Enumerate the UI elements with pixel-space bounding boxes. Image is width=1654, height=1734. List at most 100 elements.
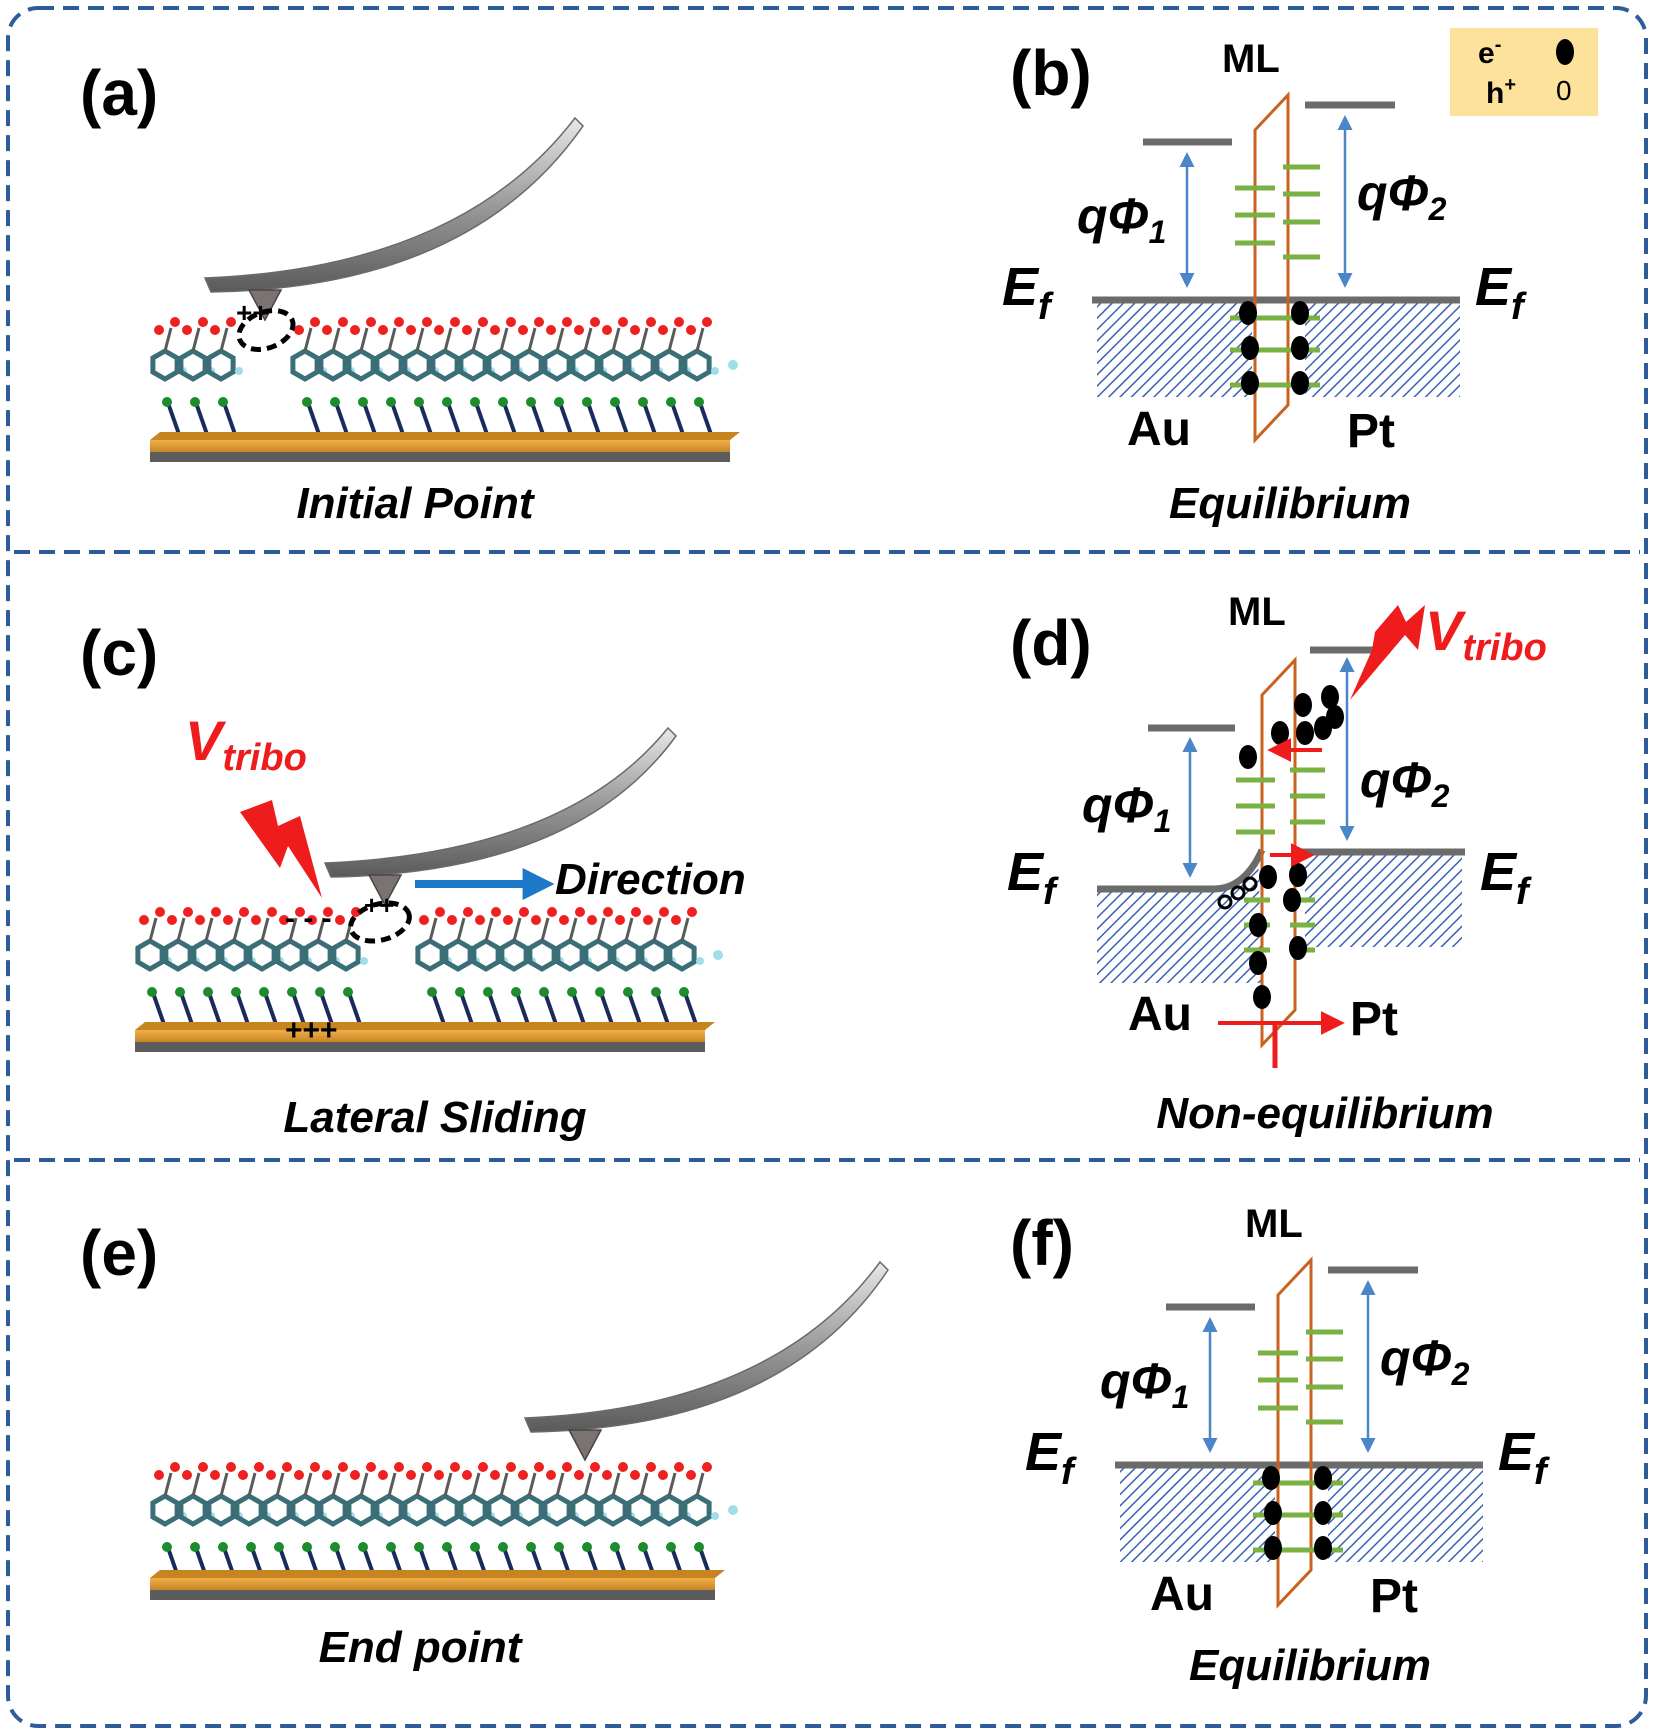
aromatic-ring bbox=[654, 1493, 684, 1527]
oxygen-atom bbox=[338, 1462, 348, 1472]
aromatic-ring bbox=[191, 938, 221, 972]
aromatic-ring bbox=[430, 348, 460, 382]
ml-layer bbox=[1276, 1256, 1313, 1609]
afm-tip-e bbox=[523, 1260, 889, 1462]
aromatic-ring bbox=[331, 938, 361, 972]
legend-hole-symbol: 0 bbox=[1556, 75, 1572, 106]
aromatic-ring bbox=[458, 348, 488, 382]
phi2-label-d: qΦ2 bbox=[1360, 752, 1450, 814]
hydrogen-atom bbox=[713, 950, 723, 960]
vtribo-label-d: Vtribo bbox=[1425, 599, 1547, 669]
sulfur-atom bbox=[274, 1542, 284, 1552]
substrate-base bbox=[150, 1590, 715, 1600]
substrate-c bbox=[135, 1022, 715, 1052]
electron bbox=[1264, 1536, 1282, 1560]
sulfur-atom bbox=[162, 397, 172, 407]
oxygen-atom bbox=[630, 325, 640, 335]
oxygen-atom bbox=[631, 907, 641, 917]
phi2-label: qΦ2 bbox=[1380, 1330, 1470, 1392]
aromatic-ring bbox=[262, 1493, 292, 1527]
holes-d bbox=[1217, 876, 1258, 910]
functional-bond bbox=[667, 1472, 677, 1497]
aromatic-ring bbox=[514, 348, 544, 382]
au-label-d: Au bbox=[1128, 988, 1192, 1041]
hydrogen-atom bbox=[235, 367, 243, 375]
sulfur-atom bbox=[638, 397, 648, 407]
direction-label: Direction bbox=[555, 855, 746, 904]
aromatic-ring bbox=[626, 1493, 656, 1527]
aromatic-ring bbox=[626, 348, 656, 382]
aromatic-ring bbox=[583, 938, 613, 972]
oxygen-atom bbox=[226, 1462, 236, 1472]
oxygen-atom bbox=[223, 915, 233, 925]
oxygen-atom bbox=[534, 1462, 544, 1472]
aromatic-ring bbox=[598, 348, 628, 382]
cantilever bbox=[203, 116, 584, 293]
aromatic-ring bbox=[514, 1493, 544, 1527]
sulfur-atom bbox=[218, 397, 228, 407]
functional-bond bbox=[387, 327, 397, 352]
functional-bond bbox=[428, 917, 438, 942]
sulfur-atom bbox=[358, 1542, 368, 1552]
aromatic-ring bbox=[682, 1493, 712, 1527]
functional-bond bbox=[359, 1472, 369, 1497]
oxygen-atom bbox=[434, 325, 444, 335]
electron bbox=[1262, 1466, 1280, 1490]
functional-bond bbox=[232, 917, 242, 942]
oxygen-atom bbox=[450, 1462, 460, 1472]
oxygen-atom bbox=[350, 1470, 360, 1480]
oxygen-atom bbox=[366, 1462, 376, 1472]
electron bbox=[1241, 371, 1259, 395]
sulfur-atom bbox=[190, 1542, 200, 1552]
sulfur-atom bbox=[582, 397, 592, 407]
functional-bond bbox=[471, 327, 481, 352]
functional-bond bbox=[275, 1472, 285, 1497]
functional-bond bbox=[204, 917, 214, 942]
sulfur-atom bbox=[483, 987, 493, 997]
sulfur-atom bbox=[302, 1542, 312, 1552]
oxygen-atom bbox=[506, 1462, 516, 1472]
sulfur-atom bbox=[526, 397, 536, 407]
panel-b-caption: Equilibrium bbox=[1169, 479, 1411, 528]
functional-bond bbox=[471, 1472, 481, 1497]
aromatic-ring bbox=[219, 938, 249, 972]
sulfur-atom bbox=[175, 987, 185, 997]
oxygen-atom bbox=[462, 325, 472, 335]
ef-left-d: Ef bbox=[1007, 842, 1059, 913]
aromatic-ring bbox=[178, 348, 208, 382]
oxygen-atom bbox=[419, 915, 429, 925]
aromatic-ring bbox=[135, 938, 165, 972]
functional-bond bbox=[484, 917, 494, 942]
functional-bond bbox=[288, 917, 298, 942]
oxygen-atom bbox=[394, 317, 404, 327]
sulfur-atom bbox=[358, 397, 368, 407]
functional-bond bbox=[219, 327, 229, 352]
sulfur-atom bbox=[694, 1542, 704, 1552]
oxygen-atom bbox=[294, 1470, 304, 1480]
charge-plus-c: ++ bbox=[364, 890, 394, 920]
functional-bond bbox=[316, 917, 326, 942]
tip-cone bbox=[247, 289, 283, 322]
electron bbox=[1314, 1501, 1332, 1525]
charge-ellipse-c bbox=[348, 900, 412, 944]
phi1-label-d: qΦ1 bbox=[1082, 777, 1171, 839]
sulfur-atom bbox=[231, 987, 241, 997]
sulfur-atom bbox=[442, 397, 452, 407]
sulfur-atom bbox=[343, 987, 353, 997]
aromatic-ring bbox=[290, 348, 320, 382]
functional-bond bbox=[148, 917, 158, 942]
functional-bond bbox=[163, 1472, 173, 1497]
oxygen-atom bbox=[646, 1462, 656, 1472]
aromatic-ring bbox=[430, 1493, 460, 1527]
oxygen-atom bbox=[266, 1470, 276, 1480]
panel-c-caption: Lateral Sliding bbox=[283, 1093, 586, 1142]
tip-cone bbox=[567, 1429, 603, 1462]
oxygen-atom bbox=[366, 317, 376, 327]
functional-bond bbox=[191, 327, 201, 352]
panel-e-tag: (e) bbox=[80, 1217, 158, 1289]
aromatic-ring bbox=[402, 348, 432, 382]
hydrogen-atom bbox=[728, 1505, 738, 1515]
oxygen-atom bbox=[462, 1470, 472, 1480]
functional-bond bbox=[583, 327, 593, 352]
